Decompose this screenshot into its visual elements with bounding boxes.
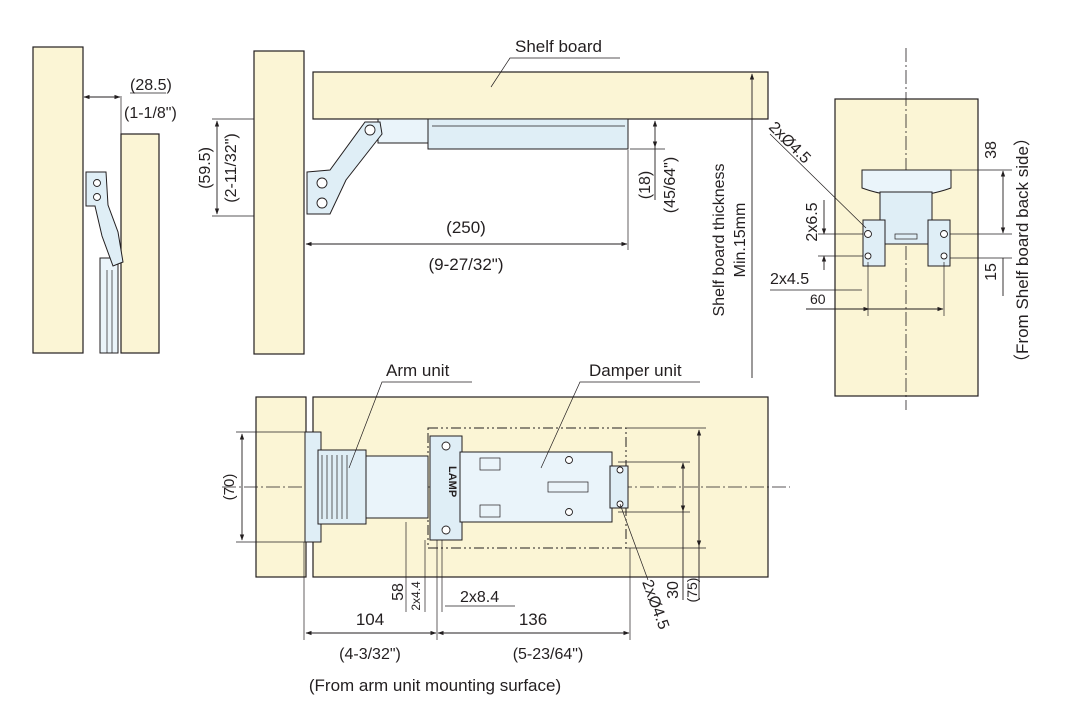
dim-60: 60 xyxy=(810,291,826,307)
damper-end-fitting xyxy=(609,465,629,509)
dim-70: (70) xyxy=(221,474,238,501)
label-shelf-board: Shelf board xyxy=(515,37,602,56)
label-damper-unit: Damper unit xyxy=(589,361,682,380)
damper-cylinder xyxy=(427,118,629,150)
cabinet-side-panel-2 xyxy=(253,50,305,355)
label-thickness: Shelf board thickness xyxy=(711,164,728,317)
dim-9-27-32: (9-27/32") xyxy=(428,255,503,274)
dim-4-3-32: (4-3/32") xyxy=(339,646,401,663)
side-elevation-view: Shelf board (59.5) (2-11/32") (18) (45/6… xyxy=(197,37,769,378)
dim-30: 30 xyxy=(665,581,682,599)
shelf-board-back xyxy=(834,98,979,397)
shelf-board-edge xyxy=(120,133,160,354)
dim-28-5: (28.5) xyxy=(130,77,172,94)
label-from-mounting-surface: (From arm unit mounting surface) xyxy=(309,676,561,695)
dim-136: 136 xyxy=(519,610,547,629)
mounting-tab-left xyxy=(862,219,886,267)
mounting-plate xyxy=(879,191,933,245)
arm-bracket xyxy=(306,121,383,215)
dim-5-23-64: (5-23/64") xyxy=(513,646,584,663)
plan-view: LAMP Arm unit Damper unit (70) 30 (75) 1… xyxy=(221,361,790,695)
side-section-view: (28.5) (1-1/8") xyxy=(32,46,177,354)
dim-2x4-4: 2x4.4 xyxy=(409,581,423,611)
dim-2x8-4: 2x8.4 xyxy=(460,589,499,606)
back-side-view: 2xØ4.5 38 15 2x6.5 2x4.5 60 （From Shelf … xyxy=(765,48,1032,410)
dim-38: 38 xyxy=(983,141,1000,159)
dim-75: (75) xyxy=(684,578,700,603)
damper-mounting-bracket xyxy=(429,435,463,541)
damper-unit-body xyxy=(459,451,613,523)
dim-2x4-5: 2x4.5 xyxy=(770,271,809,288)
arm-unit-body xyxy=(365,455,429,519)
mounting-tab-right xyxy=(927,219,951,267)
damper-body-side xyxy=(99,257,119,354)
dim-45-64: (45/64") xyxy=(662,157,679,213)
dim-1-1-8: (1-1/8") xyxy=(124,105,177,122)
spring-coils xyxy=(321,455,348,519)
cabinet-side-panel xyxy=(32,46,84,354)
dim-104: 104 xyxy=(356,610,384,629)
label-arm-unit: Arm unit xyxy=(386,361,450,380)
product-mark: LAMP xyxy=(446,466,458,497)
dim-15: 15 xyxy=(983,263,1000,281)
dim-2x-dia-4-5-top: 2xØ4.5 xyxy=(765,119,814,168)
dim-2-11-32: (2-11/32") xyxy=(223,133,240,202)
arm-bracket-side xyxy=(85,171,124,267)
dim-58: 58 xyxy=(390,583,407,601)
shelf-board xyxy=(312,71,769,120)
label-from-back-side: （From Shelf board back side） xyxy=(1013,129,1032,371)
arm-link-upper xyxy=(377,118,429,144)
label-thickness-min: Min.15mm xyxy=(732,203,749,278)
dim-250: (250) xyxy=(446,218,486,237)
dim-2x6-5: 2x6.5 xyxy=(804,202,821,241)
dim-59-5: (59.5) xyxy=(197,147,214,189)
dim-18: (18) xyxy=(637,171,654,199)
